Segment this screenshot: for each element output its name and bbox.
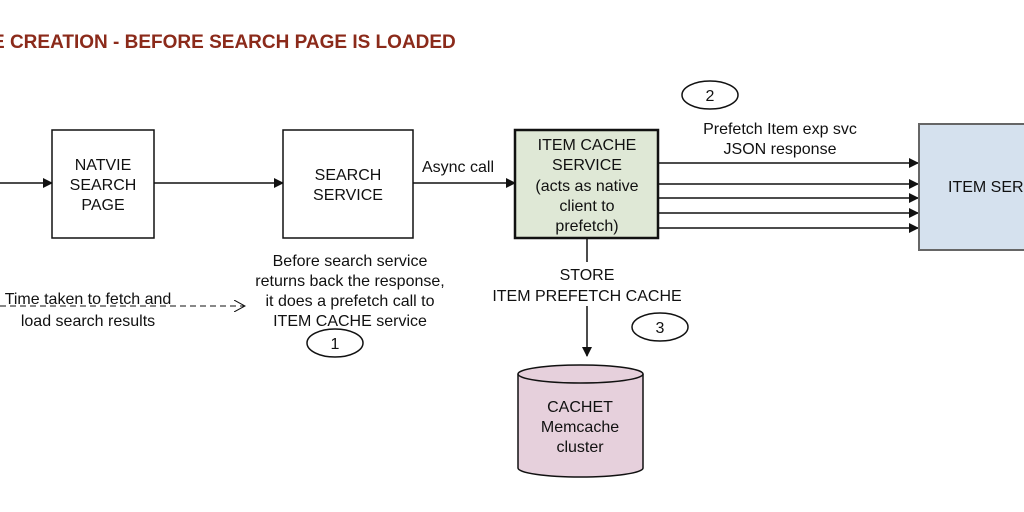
step-number: 2 [706, 88, 715, 105]
note-line: it does a prefetch call to [266, 293, 435, 310]
diagram-title: E CREATION - BEFORE SEARCH PAGE IS LOADE… [0, 32, 456, 53]
node-label: SERVICE [552, 157, 622, 174]
item-cache-service-node: ITEM CACHE SERVICE (acts as native clien… [513, 128, 660, 240]
step-3-marker: 3 [631, 312, 689, 342]
native-search-page-node: NATVIE SEARCH PAGE [51, 129, 155, 239]
node-label: client to [559, 198, 614, 215]
node-label: Memcache [541, 419, 619, 436]
note-line: Before search service [273, 253, 428, 270]
item-service-node: ITEM SER [918, 123, 1024, 251]
search-note: Before search service returns back the r… [255, 253, 444, 330]
cachet-memcache-node: CACHET Memcache cluster [517, 364, 644, 478]
node-label: cluster [556, 439, 604, 456]
node-label: SEARCH [70, 177, 137, 194]
step-1-marker: 1 [306, 328, 364, 358]
node-label: (acts as native [535, 178, 638, 195]
store-label: STORE [560, 267, 615, 284]
node-label: prefetch) [555, 218, 618, 235]
node-label: CACHET [547, 399, 613, 416]
note-line: returns back the response, [255, 273, 444, 290]
step-2-marker: 2 [681, 80, 739, 110]
store-label: ITEM PREFETCH CACHE [492, 288, 681, 305]
async-call-label: Async call [422, 159, 494, 176]
prefetch-label: JSON response [724, 141, 837, 158]
node-label: ITEM SER [948, 179, 1024, 196]
node-label: PAGE [81, 197, 124, 214]
node-label: SERVICE [313, 187, 383, 204]
time-note-line: Time taken to fetch and [5, 291, 172, 308]
node-label: ITEM CACHE [538, 137, 637, 154]
search-service-node: SEARCH SERVICE [282, 129, 414, 239]
step-number: 1 [331, 336, 340, 353]
node-label: SEARCH [315, 167, 382, 184]
prefetch-arrows [658, 158, 919, 233]
step-number: 3 [656, 320, 665, 337]
note-line: ITEM CACHE service [273, 313, 427, 330]
prefetch-label: Prefetch Item exp svc [703, 121, 857, 138]
node-label: NATVIE [75, 157, 132, 174]
time-note-line: load search results [21, 313, 155, 330]
